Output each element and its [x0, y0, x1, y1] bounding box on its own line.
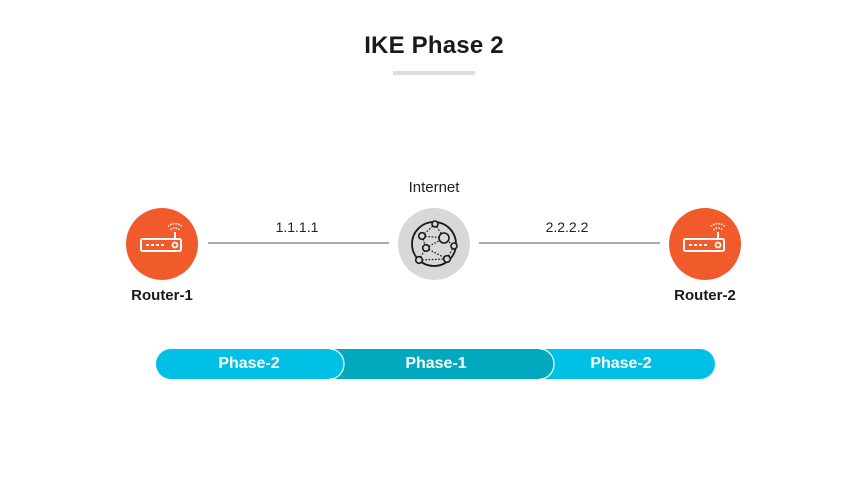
phase-segment-phase-1: Phase-1 [405, 355, 467, 372]
phase-bar-shape [156, 349, 715, 379]
title-underline [393, 71, 475, 75]
internet-label: Internet [408, 179, 460, 196]
router-icon [683, 222, 726, 252]
router-icon [140, 222, 183, 252]
phase-bar: Phase-2 Phase-1 Phase-2 [156, 349, 715, 379]
internet-node [398, 208, 470, 280]
router-1-node [126, 208, 198, 280]
router-1-label: Router-1 [131, 287, 193, 304]
router-2-label: Router-2 [674, 287, 736, 304]
ip-label-router2: 2.2.2.2 [545, 219, 589, 235]
phase-segment-right-phase-2: Phase-2 [590, 355, 652, 372]
router-2-node [669, 208, 741, 280]
link-line-router1-internet [208, 242, 389, 244]
ip-label-router1: 1.1.1.1 [275, 219, 319, 235]
page-title: IKE Phase 2 [364, 32, 504, 59]
phase-segment-left-phase-2: Phase-2 [218, 355, 280, 372]
link-line-internet-router2 [479, 242, 660, 244]
globe-network-icon [411, 220, 458, 267]
